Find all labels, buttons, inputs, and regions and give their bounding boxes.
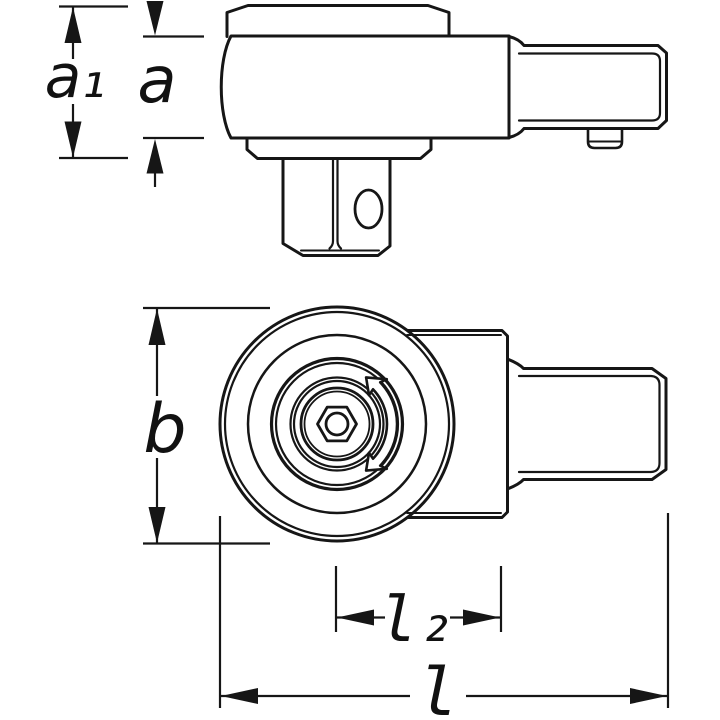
- square-drive-corner-edge-right: [336, 157, 343, 250]
- arrow-down: [146, 1, 164, 36]
- arrow-left: [221, 688, 258, 704]
- dimension-a1: a₁: [45, 5, 128, 160]
- insert-tang-chamfer-top: [517, 374, 661, 474]
- collar: [245, 135, 433, 160]
- arrow-left: [337, 609, 374, 626]
- dimension-l2: l₂: [334, 566, 503, 656]
- hub-circle: [299, 386, 375, 462]
- dimension-label-a1: a₁: [45, 42, 106, 112]
- center-hole: [324, 411, 350, 437]
- hub-ring-inner: [292, 379, 382, 469]
- dimension-label-l2: l₂: [380, 583, 455, 656]
- dimension-label-a: a: [137, 44, 176, 118]
- arrow-up: [64, 7, 82, 43]
- dimension-b: b: [143, 306, 270, 545]
- insert-tang-chamfer-side: [517, 52, 662, 122]
- arrow-down: [64, 121, 82, 158]
- hub-ring-outer: [289, 376, 385, 472]
- arrow-right: [463, 609, 500, 626]
- head-ring-2: [223, 310, 451, 538]
- head-cap: [225, 4, 451, 38]
- square-drive-corner-edge-left: [328, 157, 335, 250]
- ball-hole: [353, 188, 384, 230]
- arrow-up: [146, 139, 164, 174]
- arrow-up: [148, 308, 166, 345]
- arrow-down: [148, 507, 166, 543]
- side-view: [219, 4, 668, 257]
- hub-circle-inner: [303, 390, 371, 458]
- arrow-right: [630, 688, 667, 704]
- dimension-l: l: [218, 513, 670, 720]
- dimension-label-b: b: [143, 390, 186, 469]
- rotation-arrow-icon: [364, 376, 399, 472]
- top-view: [218, 305, 668, 543]
- head-ring-3: [246, 333, 428, 515]
- dimension-a: a: [137, 1, 204, 187]
- release-pin: [586, 127, 624, 150]
- head-body-side: [219, 34, 511, 140]
- reversing-ring-outer: [269, 356, 405, 492]
- dimension-label-l: l: [418, 654, 458, 720]
- insert-tang-side: [507, 35, 668, 139]
- insert-tang-top: [506, 357, 668, 491]
